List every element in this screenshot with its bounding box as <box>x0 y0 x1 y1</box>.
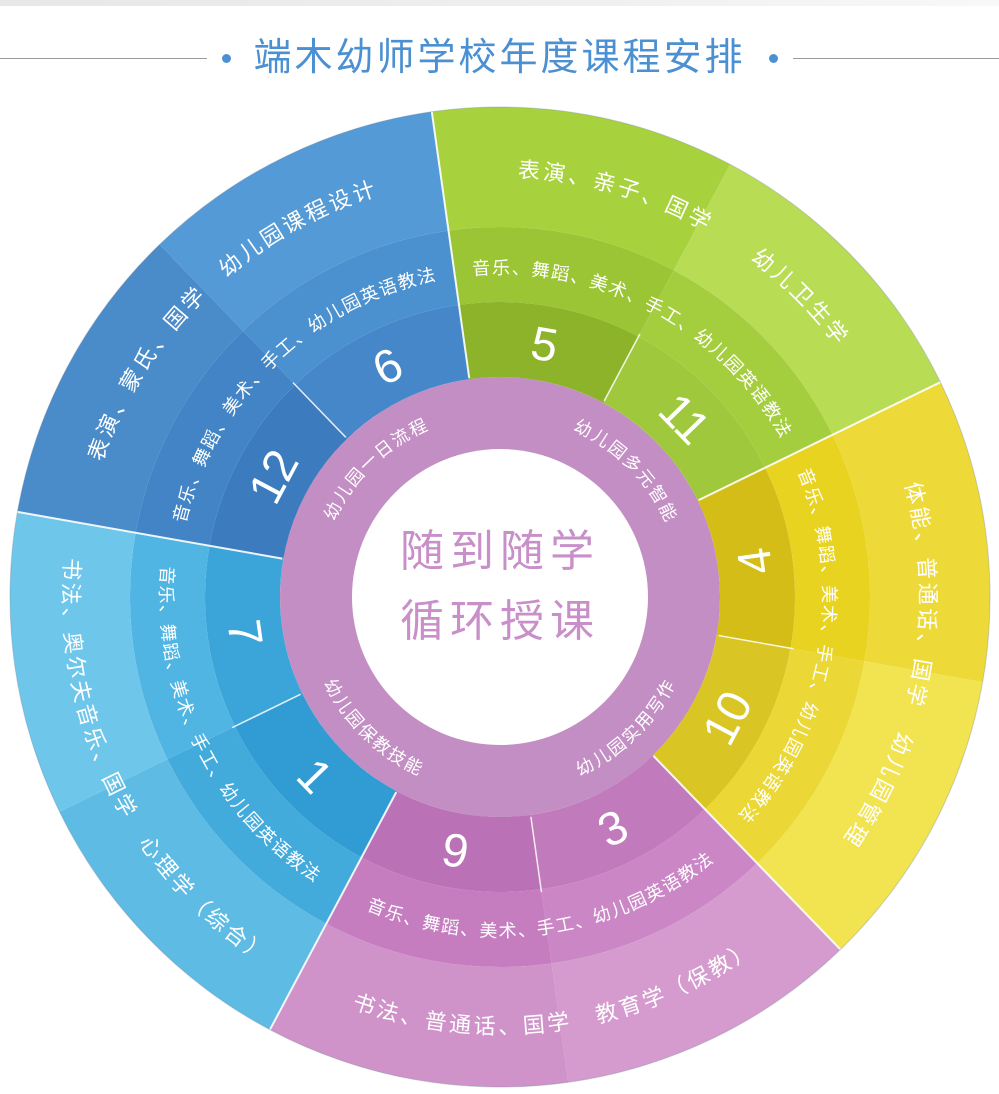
sector-lime-outer-band-half1 <box>431 107 731 271</box>
sector-blue-number-band-half2 <box>295 304 470 439</box>
sector-boundary-sky <box>269 791 398 1031</box>
center-circle <box>352 449 648 745</box>
sector-yellow-outer-band-half2 <box>757 661 983 950</box>
title-rule-left <box>0 57 207 59</box>
sector-sky-number-band-half1 <box>234 693 397 858</box>
sector-lime-mid-band-half1 <box>448 227 674 337</box>
sector-yellow-mid-band-half2 <box>704 648 865 864</box>
sector-yellow-number-band-half2 <box>652 635 791 810</box>
page-title: 端木幼师学校年度课程安排 <box>253 37 746 79</box>
sector-sky-mid-band-half1 <box>167 726 362 924</box>
month-divider-sky <box>231 693 301 729</box>
month-divider-pink <box>530 816 543 893</box>
sector-sky-mid-band-half2 <box>129 532 235 760</box>
sector-yellow-mid-band-half1 <box>765 434 871 662</box>
sector-blue-outer-band-half2 <box>159 111 449 331</box>
sector-lime-outer-band-half2 <box>673 164 941 435</box>
sector-boundary-blue <box>17 510 283 560</box>
sector-pink-number-band-half2 <box>361 791 542 893</box>
sector-pink-mid-band-half1 <box>541 809 758 964</box>
sector-boundary-yellow <box>698 381 941 502</box>
sector-yellow-outer-band-half1 <box>832 382 991 683</box>
sector-lime-number-band-half2 <box>603 336 766 501</box>
title-rule-right <box>792 57 999 59</box>
sector-blue-mid-band-half1 <box>135 330 296 546</box>
sector-blue-number-band-half1 <box>209 384 348 559</box>
sector-pink-outer-band-half2 <box>269 923 569 1087</box>
sector-pink-number-band-half1 <box>530 755 705 890</box>
month-divider-blue <box>292 382 347 438</box>
sector-sky-number-band-half2 <box>204 545 303 727</box>
sector-boundary-lime <box>430 111 471 379</box>
sector-yellow-number-band-half1 <box>697 467 796 649</box>
sector-sky-outer-band-half2 <box>9 511 168 812</box>
bullet-dot-icon <box>221 53 231 63</box>
month-divider-yellow <box>718 634 794 650</box>
sector-blue-outer-band-half1 <box>17 244 243 533</box>
sector-lime-mid-band-half2 <box>638 270 833 468</box>
center-slogan-line2: 循环授课 <box>400 597 600 646</box>
sector-pink-outer-band-half1 <box>551 863 841 1083</box>
top-edge-strip <box>0 0 999 6</box>
sector-blue-mid-band-half2 <box>242 230 459 385</box>
title-bar: 端木幼师学校年度课程安排 <box>0 28 999 88</box>
sector-pink-mid-band-half2 <box>326 857 552 967</box>
sector-lime-number-band-half1 <box>458 301 639 403</box>
sector-sky-outer-band-half1 <box>59 759 327 1030</box>
center-slogan-line1: 随到随学 <box>400 527 600 576</box>
bullet-dot-icon <box>768 53 778 63</box>
month-divider-lime <box>603 333 641 402</box>
sector-boundary-pink <box>652 755 842 951</box>
wheel-outer-rim <box>9 106 991 1088</box>
